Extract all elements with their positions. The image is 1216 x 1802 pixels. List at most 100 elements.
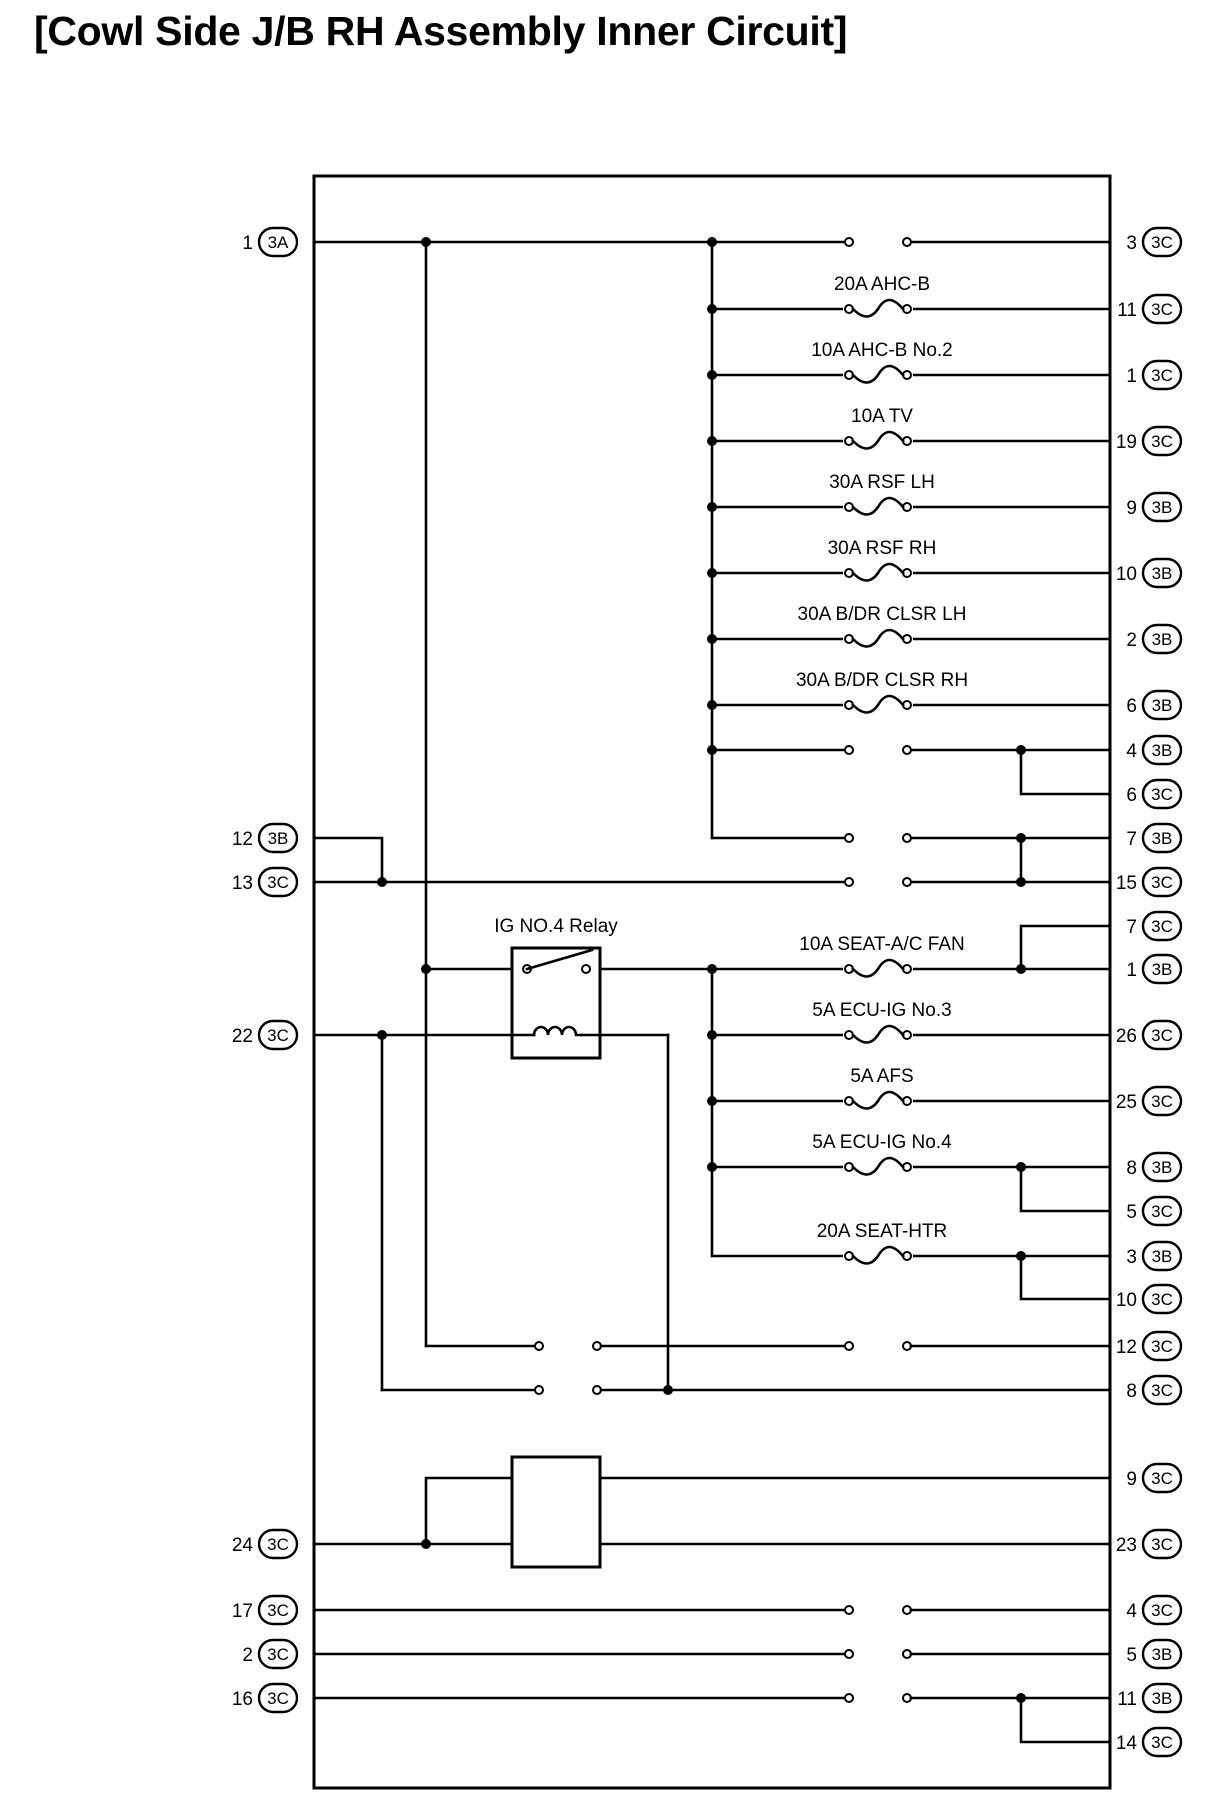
connector-badge: [1141, 1283, 1183, 1315]
right-terminal-pin: 4: [1126, 741, 1137, 762]
wire: [312, 836, 384, 884]
right-terminal-pin: 14: [1116, 1733, 1138, 1754]
wire: [424, 1476, 514, 1546]
connector-label: 3C: [1151, 233, 1173, 252]
connector-label: 3C: [1151, 432, 1173, 451]
contact-point: [902, 877, 912, 887]
fuse-label: 20A SEAT-HTR: [817, 1221, 948, 1242]
junction-dot: [707, 700, 717, 710]
connector-badge: [257, 1019, 299, 1051]
connector-badge: [1141, 1638, 1183, 1670]
right-terminal-pin: 8: [1126, 1381, 1137, 1402]
right-terminal-pin: 3: [1126, 1247, 1137, 1268]
connector-badge: [1141, 359, 1183, 391]
connector-badge: [1141, 425, 1183, 457]
connector-label: 3C: [267, 1535, 289, 1554]
connector-label: 3B: [1152, 498, 1173, 517]
connector-label: 3A: [268, 233, 289, 252]
fuse-label: 5A AFS: [850, 1066, 913, 1087]
left-terminal-pin: 24: [232, 1535, 254, 1556]
left-terminal-pin: 1: [242, 233, 253, 254]
wire: [1019, 924, 1112, 971]
fuse-element: [851, 496, 905, 516]
junction-dot: [663, 1385, 673, 1395]
right-terminal-pin: 11: [1117, 1689, 1137, 1710]
connector-badge: [257, 1638, 299, 1670]
connector-label: 3B: [1152, 741, 1173, 760]
fuse-label: 20A AHC-B: [834, 274, 930, 295]
right-terminal-pin: 9: [1126, 1469, 1137, 1490]
connector-label: 3C: [267, 873, 289, 892]
contact-point: [844, 1605, 854, 1615]
connector-badge: [1141, 1374, 1183, 1406]
connector-badge: [1141, 1085, 1183, 1117]
connector-label: 3C: [1151, 1381, 1173, 1400]
fuse-element: [851, 1156, 905, 1176]
connector-label: 3B: [1152, 1689, 1173, 1708]
connector-label: 3B: [1152, 1645, 1173, 1664]
right-terminal-pin: 1: [1126, 366, 1137, 387]
connector-badge: [1141, 1462, 1183, 1494]
contact-point: [902, 237, 912, 247]
connector-badge: [257, 822, 299, 854]
junction-dot: [707, 370, 717, 380]
right-terminal-pin: 4: [1126, 1601, 1137, 1622]
connector-badge: [1141, 866, 1183, 898]
fuse-element: [851, 430, 905, 450]
connector-badge: [1141, 822, 1183, 854]
relay-coil: [532, 1025, 584, 1037]
connector-badge: [1141, 734, 1183, 766]
connector-label: 3B: [1152, 1247, 1173, 1266]
right-terminal-pin: 26: [1116, 1026, 1137, 1047]
right-terminal-pin: 15: [1116, 873, 1137, 894]
relay-box: [510, 946, 602, 1060]
fuse-element: [851, 364, 905, 384]
fuse-label: 10A TV: [851, 406, 913, 427]
connector-badge: [257, 1594, 299, 1626]
connector-label: 3C: [1151, 1202, 1173, 1221]
connector-label: 3B: [1152, 829, 1173, 848]
right-terminal-pin: 5: [1126, 1202, 1137, 1223]
left-terminal-pin: 16: [232, 1689, 253, 1710]
connector-label: 3C: [1151, 785, 1173, 804]
left-terminal-pin: 13: [232, 873, 253, 894]
connector-label: 3C: [1151, 1601, 1173, 1620]
connector-badge: [1141, 689, 1183, 721]
junction-dot: [707, 502, 717, 512]
fuse-element: [851, 1024, 905, 1044]
right-terminal-pin: 11: [1117, 300, 1137, 321]
contact-point: [844, 237, 854, 247]
left-terminal-pin: 17: [232, 1601, 253, 1622]
connector-badge: [1141, 557, 1183, 589]
connector-badge: [1141, 1682, 1183, 1714]
relay-switch-arm: [525, 948, 594, 971]
fuse-label: 30A B/DR CLSR RH: [796, 670, 968, 691]
left-terminal-pin: 12: [232, 829, 253, 850]
contact-point: [844, 745, 854, 755]
connector-badge: [1141, 1019, 1183, 1051]
fuse-element: [851, 958, 905, 978]
connector-badge: [1141, 910, 1183, 942]
fuse-element: [851, 562, 905, 582]
contact-point: [844, 1341, 854, 1351]
connector-badge: [1141, 1151, 1183, 1183]
contact-point: [844, 833, 854, 843]
fuse-label: 5A ECU-IG No.4: [812, 1132, 952, 1153]
junction-dot: [421, 1539, 431, 1549]
right-terminal-pin: 9: [1126, 498, 1137, 519]
connector-label: 3C: [267, 1689, 289, 1708]
contact-point: [902, 833, 912, 843]
left-terminal-pin: 2: [242, 1645, 253, 1666]
contact-point: [902, 745, 912, 755]
right-terminal-pin: 5: [1126, 1645, 1137, 1666]
contact-point: [534, 1385, 544, 1395]
connector-badge: [257, 226, 299, 258]
contact-point: [844, 1649, 854, 1659]
fuse-element: [851, 1245, 905, 1265]
junction-dot: [707, 568, 717, 578]
junction-dot: [707, 1030, 717, 1040]
contact-point: [534, 1341, 544, 1351]
connector-label: 3C: [267, 1601, 289, 1620]
junction-dot: [707, 436, 717, 446]
